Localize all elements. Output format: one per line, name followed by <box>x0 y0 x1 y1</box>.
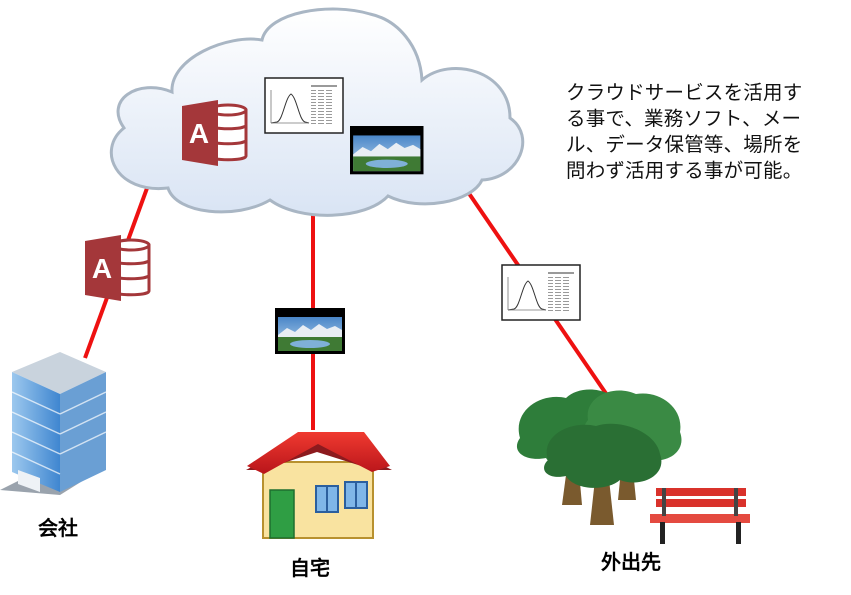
description-text: クラウドサービスを活用す る事で、業務ソフト、メー ル、データ保管等、場所を 問… <box>566 80 846 184</box>
outside-label: 外出先 <box>601 550 661 574</box>
description-line: 問わず活用する事が可能。 <box>566 159 803 182</box>
spreadsheet-doc-cloud <box>264 77 344 134</box>
spreadsheet-doc-outside-line <box>501 264 581 321</box>
trees-icon <box>516 389 682 525</box>
description-line: ル、データ保管等、場所を <box>566 133 803 156</box>
landscape-photo-home-line <box>275 308 345 354</box>
access-db-icon-cloud: A <box>180 98 248 168</box>
bench-icon <box>650 488 750 544</box>
office-building-icon <box>0 352 107 495</box>
access-letter-cloud: A <box>189 118 209 149</box>
access-db-icon-office-line: A <box>83 233 151 303</box>
office-label: 会社 <box>38 516 78 540</box>
access-letter-office: A <box>92 253 112 284</box>
description-line: る事で、業務ソフト、メー <box>566 107 802 130</box>
description-line: クラウドサービスを活用す <box>566 81 803 104</box>
landscape-photo-cloud <box>350 126 424 175</box>
house-icon <box>246 432 392 539</box>
home-label: 自宅 <box>290 556 330 580</box>
